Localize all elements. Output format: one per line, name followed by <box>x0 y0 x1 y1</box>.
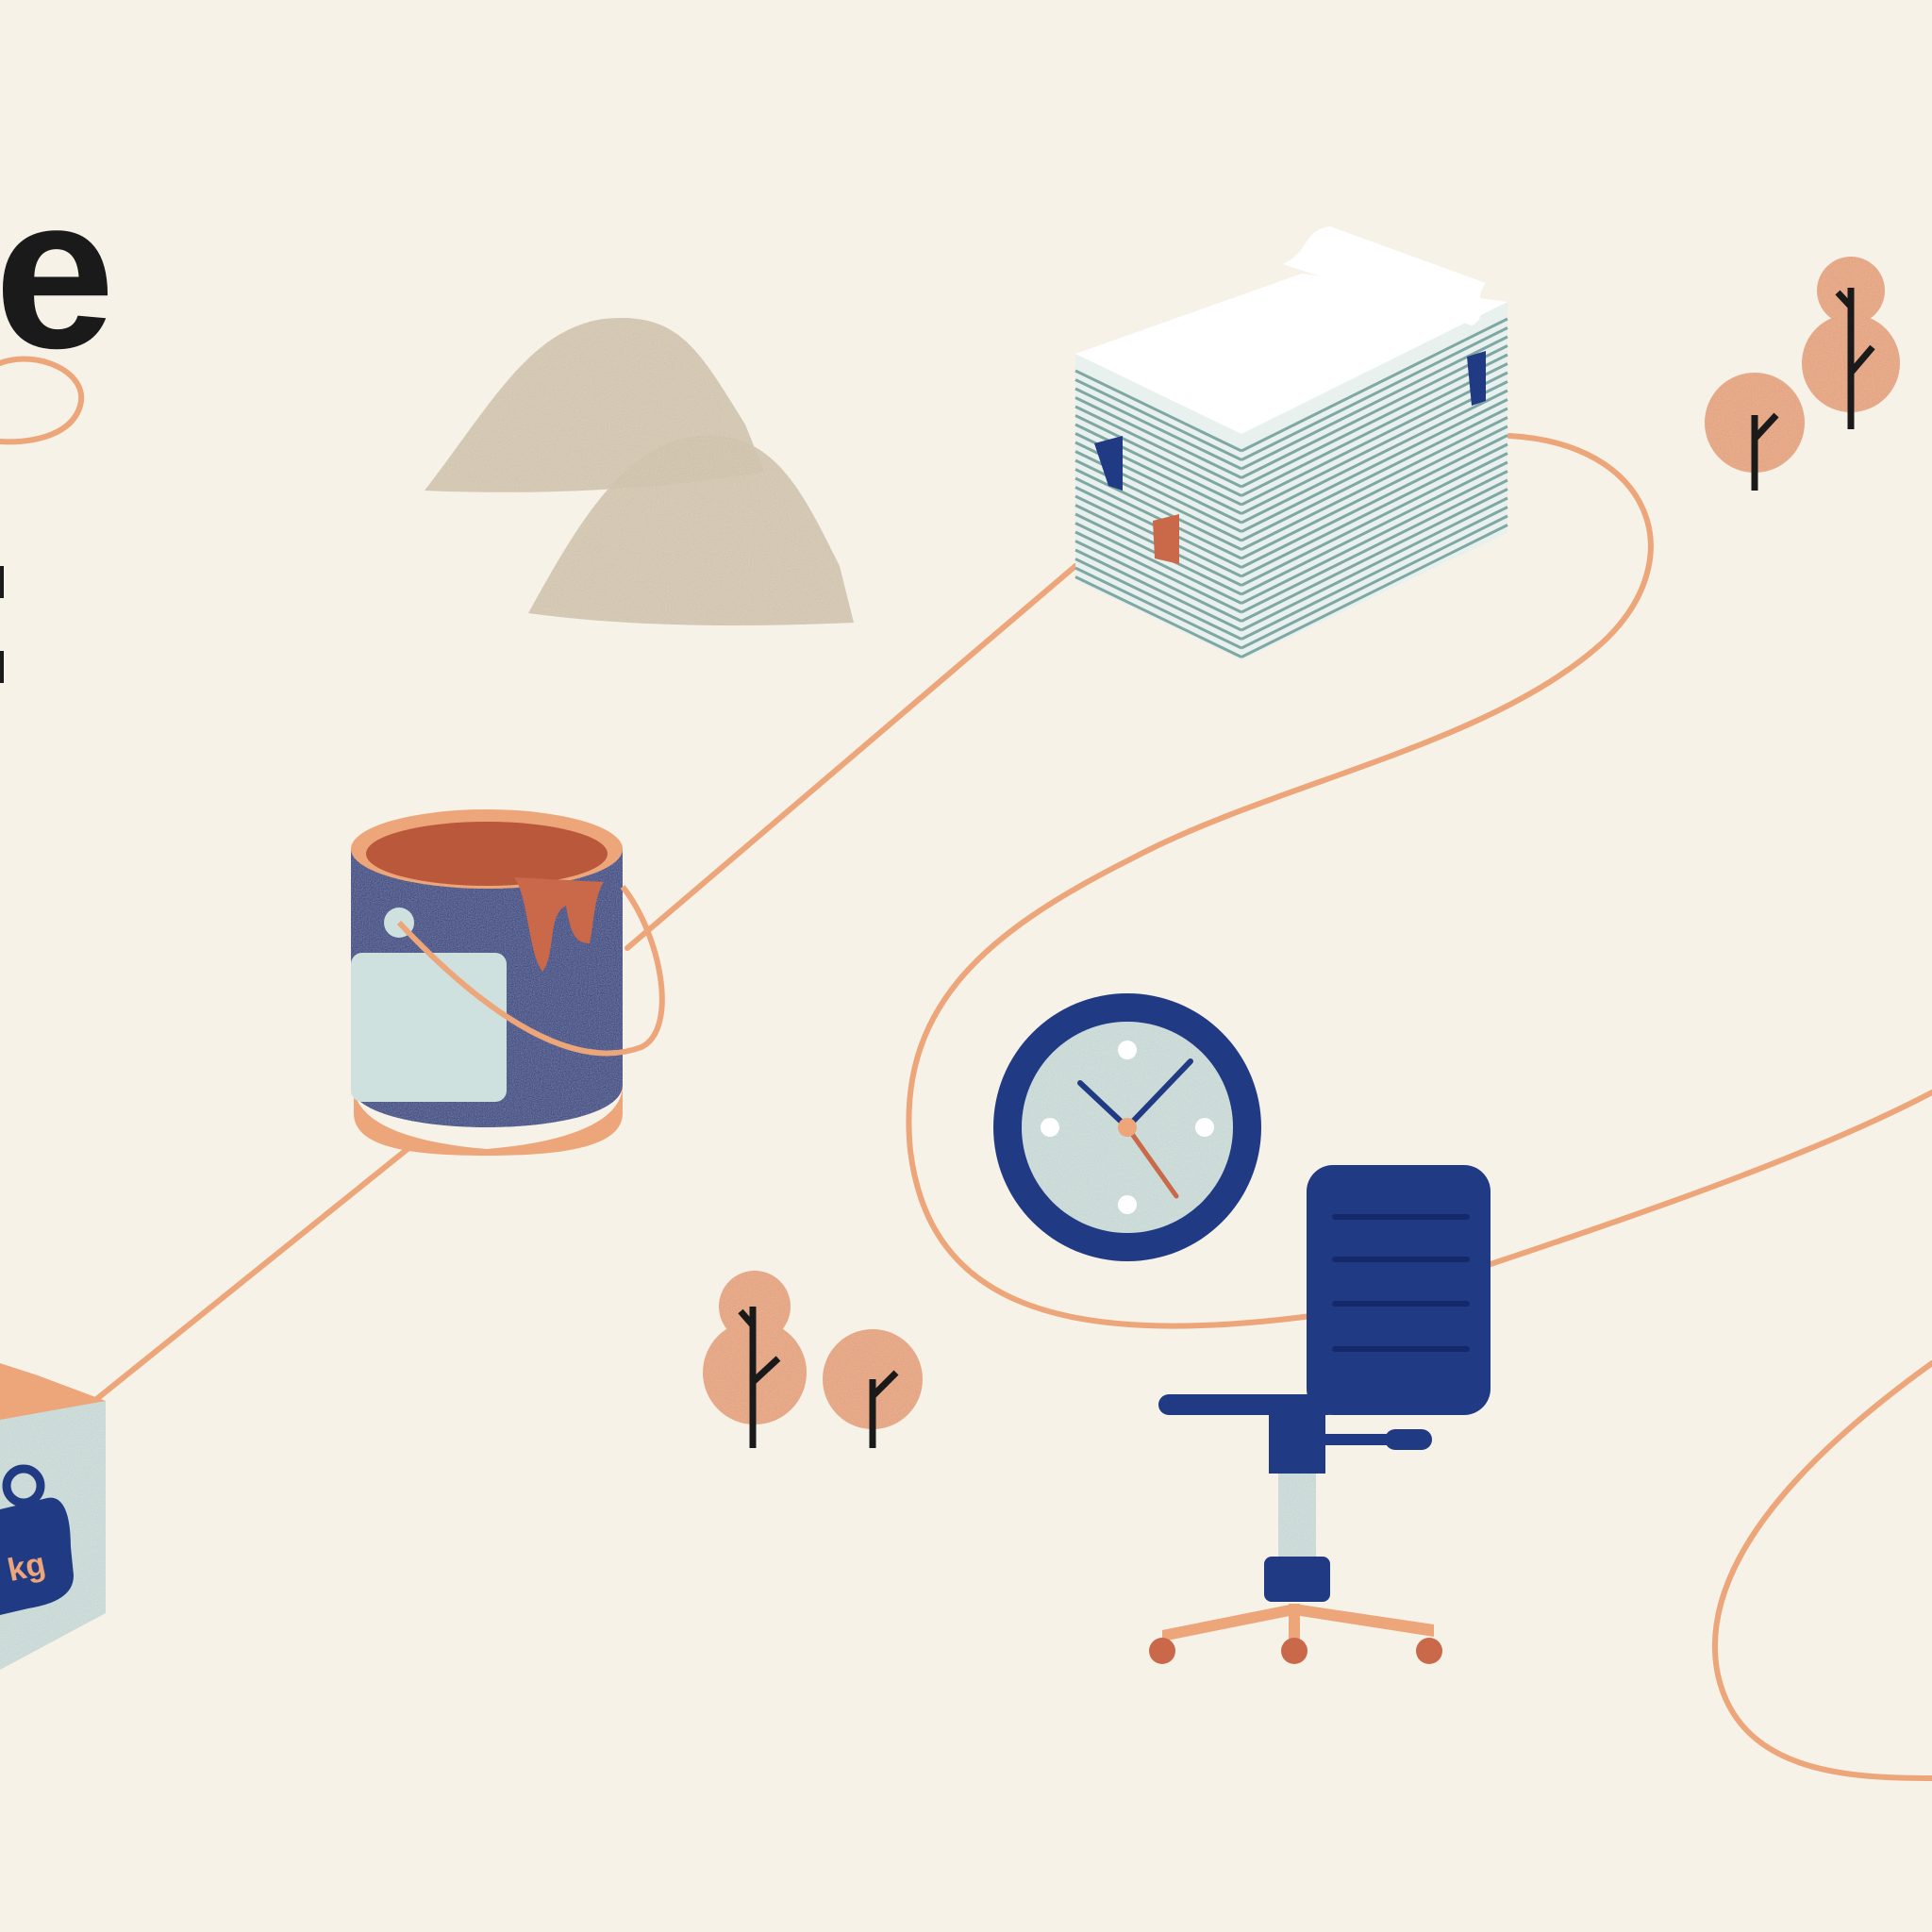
office-chair-icon <box>1149 1165 1491 1664</box>
connecting-path <box>0 356 1932 1781</box>
paper-sheet-edge <box>1241 452 1508 587</box>
tree-icon <box>703 1271 807 1448</box>
weight-label: kg <box>5 1546 49 1589</box>
paint-bucket-icon <box>351 809 665 1156</box>
paper-sheet-edge <box>1074 540 1242 623</box>
paper-sheet-edge <box>1074 396 1242 479</box>
paper-sheet-edge <box>1241 442 1508 578</box>
heading-fragment: e <box>0 151 111 393</box>
tree-icon <box>1802 257 1900 429</box>
paper-sheet-edge <box>1074 558 1242 641</box>
paper-sheet-edge <box>1074 566 1242 650</box>
paper-sheet-edge <box>1241 407 1508 542</box>
paper-sheet-edge <box>1241 416 1508 551</box>
paper-sheet-edge <box>1241 425 1508 560</box>
paper-sheet-edge <box>1074 458 1242 542</box>
paper-sheet-edge <box>1241 460 1508 596</box>
text-fragment-bar <box>0 651 4 683</box>
paper-sheet-edge <box>1241 434 1508 569</box>
paper-sheet-edge <box>1241 317 1508 453</box>
paper-sheet-edge <box>1241 398 1508 533</box>
paper-sheet-edge <box>1074 405 1242 489</box>
paper-sheet-edge <box>1241 326 1508 461</box>
paper-sheet-edge <box>1241 335 1508 471</box>
paper-sheet-edge <box>1241 371 1508 507</box>
paper-sheet-edge <box>1074 476 1242 560</box>
wall-clock-icon <box>993 993 1261 1261</box>
paper-sheet-edge <box>1074 378 1242 461</box>
paper-sheet-edge <box>1074 414 1242 497</box>
text-fragment-bar <box>0 566 4 598</box>
paper-sheet-edge <box>1241 362 1508 497</box>
paper-sheet-edge <box>1074 369 1242 453</box>
paper-sheet-edge <box>1241 488 1508 623</box>
paper-sheet-edge <box>1241 380 1508 515</box>
sand-pile-icon <box>425 317 854 625</box>
paper-stack-icon <box>1074 226 1508 660</box>
tree-icon <box>823 1329 923 1448</box>
paper-sheet-edge <box>1074 548 1242 632</box>
weight-box-icon: kg <box>0 1363 106 1670</box>
paper-sheet-edge <box>1241 470 1508 605</box>
paper-sheet-edge <box>1074 423 1242 507</box>
paper-sheet-edge <box>1074 530 1242 614</box>
paper-sheet-edge <box>1074 575 1242 658</box>
paper-sheet-edge <box>1241 514 1508 650</box>
tree-icon <box>1705 373 1805 491</box>
paper-sheet-edge <box>1241 389 1508 525</box>
paper-sheet-edge <box>1241 344 1508 479</box>
paper-sheet-edge <box>1241 524 1508 658</box>
paper-sheet-edge <box>1074 468 1242 551</box>
paper-sheet-edge <box>1241 506 1508 641</box>
paper-sheet-edge <box>1241 478 1508 614</box>
paper-sheet-edge <box>1241 496 1508 632</box>
paper-sheet-edge <box>1241 353 1508 489</box>
paper-sheet-edge <box>1074 387 1242 471</box>
paper-sheet-edge <box>1074 522 1242 605</box>
